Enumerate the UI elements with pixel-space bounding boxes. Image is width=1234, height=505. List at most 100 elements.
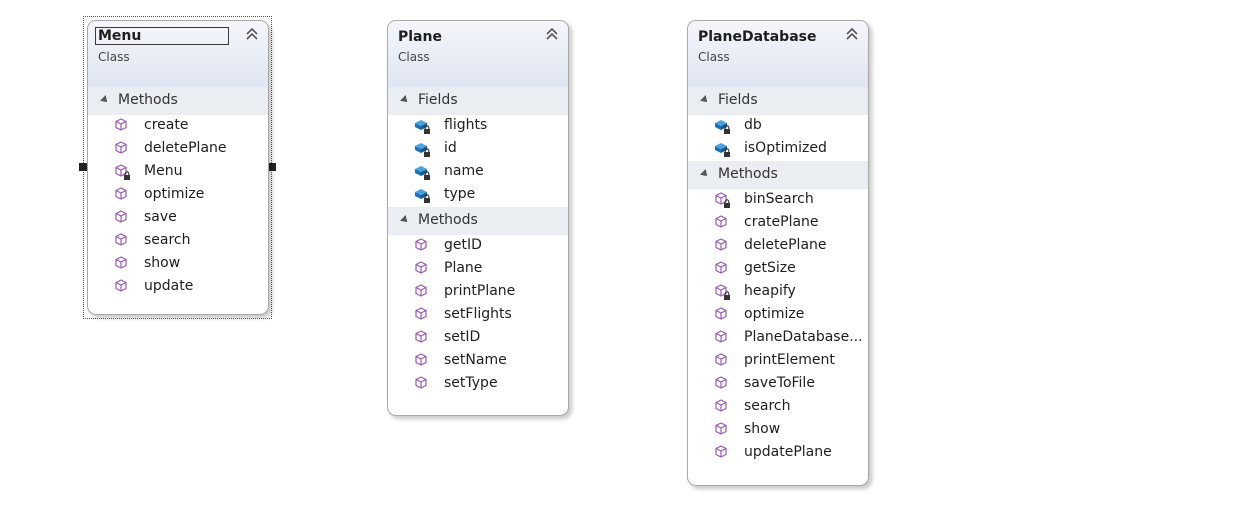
- collapse-chevron-icon[interactable]: [545, 27, 559, 41]
- member-row[interactable]: setFlights: [388, 304, 568, 327]
- member-row[interactable]: printPlane: [388, 281, 568, 304]
- expand-triangle-icon[interactable]: [700, 169, 710, 179]
- collapse-chevron-icon[interactable]: [245, 27, 259, 41]
- member-name: deletePlane: [144, 140, 227, 156]
- member-row[interactable]: getID: [388, 235, 568, 258]
- section-label: Fields: [718, 92, 758, 108]
- class-name[interactable]: Menu: [95, 27, 229, 45]
- member-name: binSearch: [744, 191, 814, 207]
- private-field-icon: [414, 164, 430, 180]
- member-row[interactable]: update: [88, 276, 268, 299]
- method-icon: [714, 330, 730, 346]
- collapse-chevron-icon[interactable]: [845, 27, 859, 41]
- member-row[interactable]: create: [88, 115, 268, 138]
- member-name: getID: [444, 237, 482, 253]
- member-row[interactable]: cratePlane: [688, 212, 868, 235]
- member-name: Plane: [444, 260, 483, 276]
- member-name: cratePlane: [744, 214, 819, 230]
- method-icon: [114, 210, 130, 226]
- section-header-methods[interactable]: Methods: [688, 161, 868, 189]
- resize-handle-right[interactable]: [268, 163, 276, 171]
- member-row[interactable]: optimize: [88, 184, 268, 207]
- member-row[interactable]: show: [688, 419, 868, 442]
- section-header-fields[interactable]: Fields: [388, 87, 568, 115]
- member-row[interactable]: setName: [388, 350, 568, 373]
- member-name: create: [144, 117, 189, 133]
- expand-triangle-icon[interactable]: [400, 215, 410, 225]
- member-name: setType: [444, 375, 498, 391]
- member-row[interactable]: Plane: [388, 258, 568, 281]
- section-header-methods[interactable]: Methods: [88, 87, 268, 115]
- section-header-methods[interactable]: Methods: [388, 207, 568, 235]
- member-name: type: [444, 186, 476, 202]
- member-row[interactable]: Menu: [88, 161, 268, 184]
- class-name: PlaneDatabase: [698, 29, 817, 45]
- member-row[interactable]: setID: [388, 327, 568, 350]
- member-row[interactable]: save: [88, 207, 268, 230]
- expand-triangle-icon[interactable]: [400, 95, 410, 105]
- section-header-fields[interactable]: Fields: [688, 87, 868, 115]
- method-icon: [714, 215, 730, 231]
- private-field-icon: [414, 187, 430, 203]
- class-header: Plane Class: [388, 21, 568, 87]
- method-icon: [114, 233, 130, 249]
- member-row[interactable]: deletePlane: [88, 138, 268, 161]
- member-name: name: [444, 163, 484, 179]
- member-row[interactable]: search: [688, 396, 868, 419]
- section-label: Fields: [418, 92, 458, 108]
- private-field-icon: [714, 118, 730, 134]
- member-row[interactable]: search: [88, 230, 268, 253]
- method-icon: [414, 376, 430, 392]
- method-icon: [714, 399, 730, 415]
- member-name: printElement: [744, 352, 835, 368]
- member-row[interactable]: deletePlane: [688, 235, 868, 258]
- member-name: show: [744, 421, 781, 437]
- expand-triangle-icon[interactable]: [100, 95, 110, 105]
- member-name: optimize: [744, 306, 805, 322]
- member-name: isOptimized: [744, 140, 827, 156]
- member-name: setFlights: [444, 306, 512, 322]
- member-name: heapify: [744, 283, 796, 299]
- member-row[interactable]: PlaneDatabase...: [688, 327, 868, 350]
- method-icon: [114, 279, 130, 295]
- method-icon: [114, 118, 130, 134]
- private-field-icon: [414, 118, 430, 134]
- member-row[interactable]: heapify: [688, 281, 868, 304]
- member-row[interactable]: optimize: [688, 304, 868, 327]
- member-name: search: [144, 232, 191, 248]
- section-label: Methods: [118, 92, 178, 108]
- method-icon: [714, 422, 730, 438]
- member-row[interactable]: getSize: [688, 258, 868, 281]
- member-row[interactable]: printElement: [688, 350, 868, 373]
- member-row[interactable]: id: [388, 138, 568, 161]
- member-row[interactable]: binSearch: [688, 189, 868, 212]
- member-row[interactable]: name: [388, 161, 568, 184]
- member-name: Menu: [144, 163, 183, 179]
- member-row[interactable]: type: [388, 184, 568, 207]
- class-name: Plane: [398, 29, 442, 45]
- member-name: search: [744, 398, 791, 414]
- method-icon: [714, 307, 730, 323]
- method-icon: [114, 256, 130, 272]
- member-name: save: [144, 209, 177, 225]
- section-label: Methods: [418, 212, 478, 228]
- member-row[interactable]: db: [688, 115, 868, 138]
- method-icon: [714, 261, 730, 277]
- method-icon: [114, 187, 130, 203]
- member-row[interactable]: updatePlane: [688, 442, 868, 465]
- method-icon: [414, 307, 430, 323]
- member-row[interactable]: show: [88, 253, 268, 276]
- resize-handle-left[interactable]: [79, 163, 87, 171]
- member-name: flights: [444, 117, 488, 133]
- member-row[interactable]: saveToFile: [688, 373, 868, 396]
- member-row[interactable]: flights: [388, 115, 568, 138]
- expand-triangle-icon[interactable]: [700, 95, 710, 105]
- member-row[interactable]: setType: [388, 373, 568, 396]
- member-name: db: [744, 117, 762, 133]
- member-row[interactable]: isOptimized: [688, 138, 868, 161]
